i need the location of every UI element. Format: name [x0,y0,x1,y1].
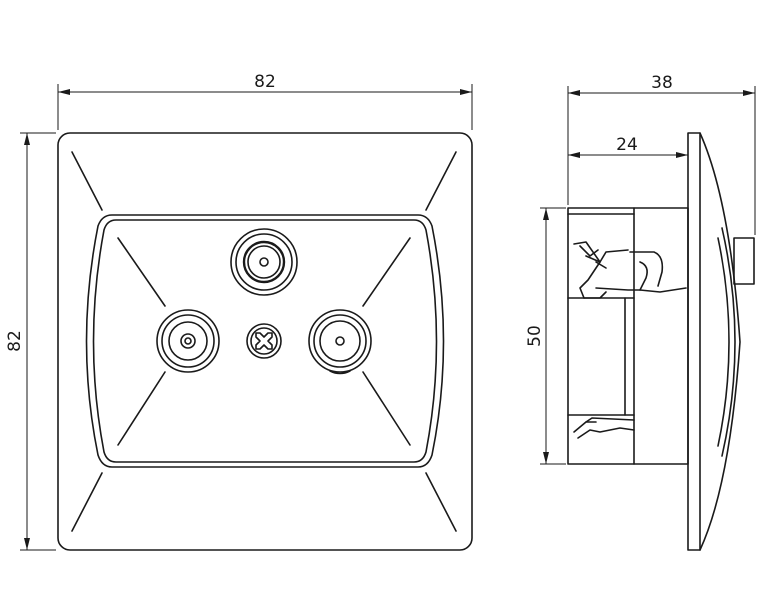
side-total-depth-dimension: 38 [567,73,756,235]
center-screw [246,323,282,359]
side-box-depth-label: 24 [616,135,638,155]
cover-curve-back [717,237,730,447]
upper-clamp [573,241,687,299]
front-height-label: 82 [5,330,25,352]
cover-knob [733,237,755,285]
front-view [57,132,473,551]
side-box-height-dimension: 50 [525,207,566,465]
side-view [567,132,755,551]
side-box-depth-dimension: 24 [568,135,688,158]
sat-socket [308,309,372,375]
inner-insert-inner [92,219,438,463]
inner-insert-outer [85,214,445,468]
mounting-box [567,207,689,465]
corner-line-tl [71,151,103,211]
front-width-dimension: 82 [57,72,473,130]
cover-profile [687,132,741,551]
corner-line-bl [71,472,103,532]
diag-line-tr [362,237,411,307]
outer-frame [57,132,473,551]
lower-clamp [573,417,635,439]
corner-line-br [425,472,457,532]
diag-line-bl [117,371,166,446]
side-box-height-label: 50 [525,325,545,347]
diag-line-br [362,371,411,446]
cover-curve-front [721,227,736,457]
corner-line-tr [425,151,457,211]
side-total-depth-label: 38 [651,73,673,93]
tv-socket [230,228,298,296]
diag-line-tl [117,237,166,307]
radio-socket [156,309,220,373]
front-width-label: 82 [254,72,276,92]
front-height-dimension: 82 [5,132,56,551]
